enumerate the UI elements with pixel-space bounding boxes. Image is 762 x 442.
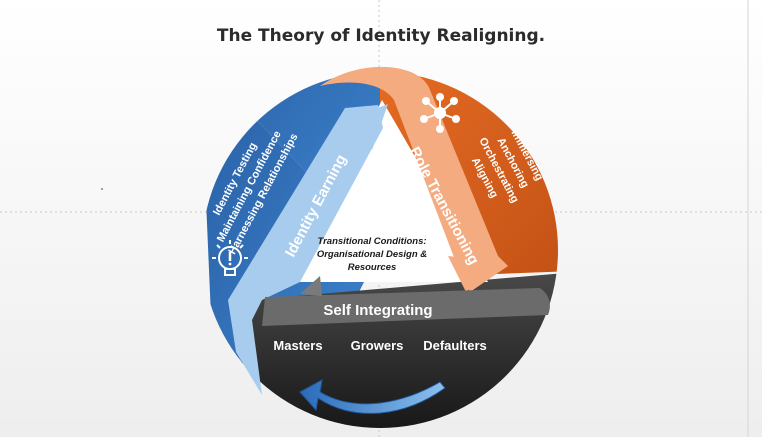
- network-icon: [420, 93, 460, 133]
- center-triangle: [292, 100, 488, 282]
- self-integrating-item-defaulters: Defaulters: [423, 338, 487, 353]
- diagram-title: The Theory of Identity Realigning.: [216, 26, 546, 46]
- cycle-return-arrow: [299, 379, 446, 414]
- center-line: Organisational Design &: [317, 249, 427, 260]
- lightbulb-icon: [212, 240, 248, 276]
- self-integrating-item-growers: Growers: [351, 338, 404, 353]
- role-transitioning-ribbon: [320, 66, 508, 292]
- identity-earning-ribbon: [228, 105, 383, 395]
- center-conditions: Transitional Conditions: Organisational …: [317, 236, 427, 273]
- identity-earning-arrowhead: [352, 104, 388, 150]
- center-line: Resources: [348, 262, 397, 273]
- center-line: Transitional Conditions:: [317, 236, 426, 247]
- role-transitioning-arrowhead: [448, 256, 502, 292]
- self-integrating-arrowhead: [300, 276, 322, 296]
- stray-dot: [101, 188, 103, 190]
- self-integrating-item-masters: Masters: [273, 338, 322, 353]
- self-integrating-label: Self Integrating: [323, 302, 432, 319]
- self-integrating-band: [262, 288, 550, 326]
